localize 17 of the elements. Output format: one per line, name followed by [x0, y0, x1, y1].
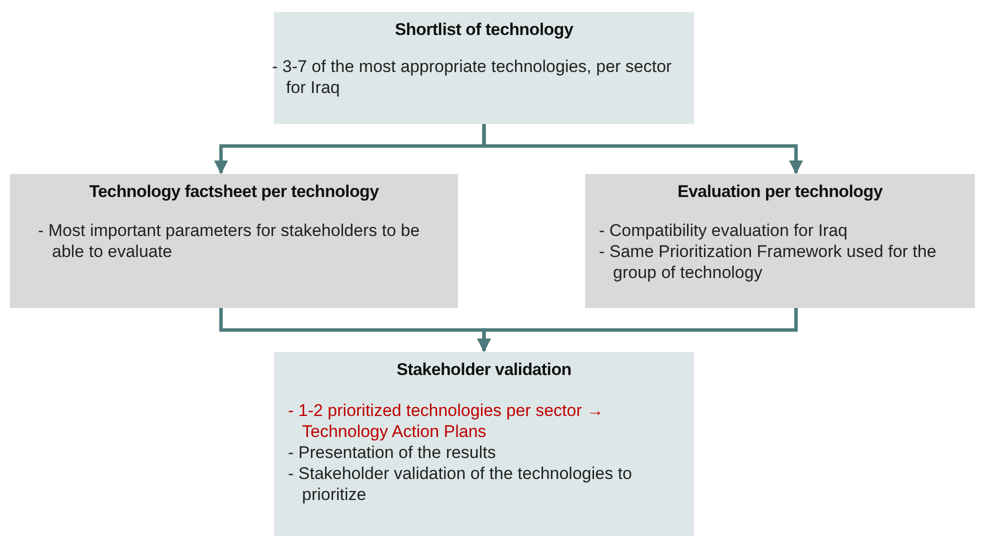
- box-heading: Technology factsheet per technology: [88, 182, 380, 202]
- bullet-text: - 1-2 prioritized technologies per sector → Technology Action Plans: [287, 400, 605, 442]
- connector-arrow: [482, 124, 803, 174]
- process-box: [10, 174, 458, 308]
- connector-arrow: [477, 308, 798, 352]
- process-box: [274, 352, 694, 536]
- box-heading: Shortlist of technology: [394, 20, 574, 40]
- box-heading: Stakeholder validation: [396, 360, 572, 380]
- bullet-text: - Same Prioritization Framework used for the group of technology: [598, 241, 938, 283]
- bullet-text: - Presentation of the results: [287, 442, 497, 463]
- process-box: [585, 174, 975, 308]
- process-box: [274, 12, 694, 124]
- bullet-text: - Compatibility evaluation for Iraq: [598, 220, 849, 241]
- bullet-text: - 3-7 of the most appropriate technologies, per sector for Iraq: [274, 56, 673, 98]
- bullet-text: - Stakeholder validation of the technologies to prioritize: [287, 463, 634, 505]
- box-heading: Evaluation per technology: [676, 182, 884, 202]
- bullet-text: - Most important parameters for stakeholders to be able to evaluate: [37, 220, 421, 262]
